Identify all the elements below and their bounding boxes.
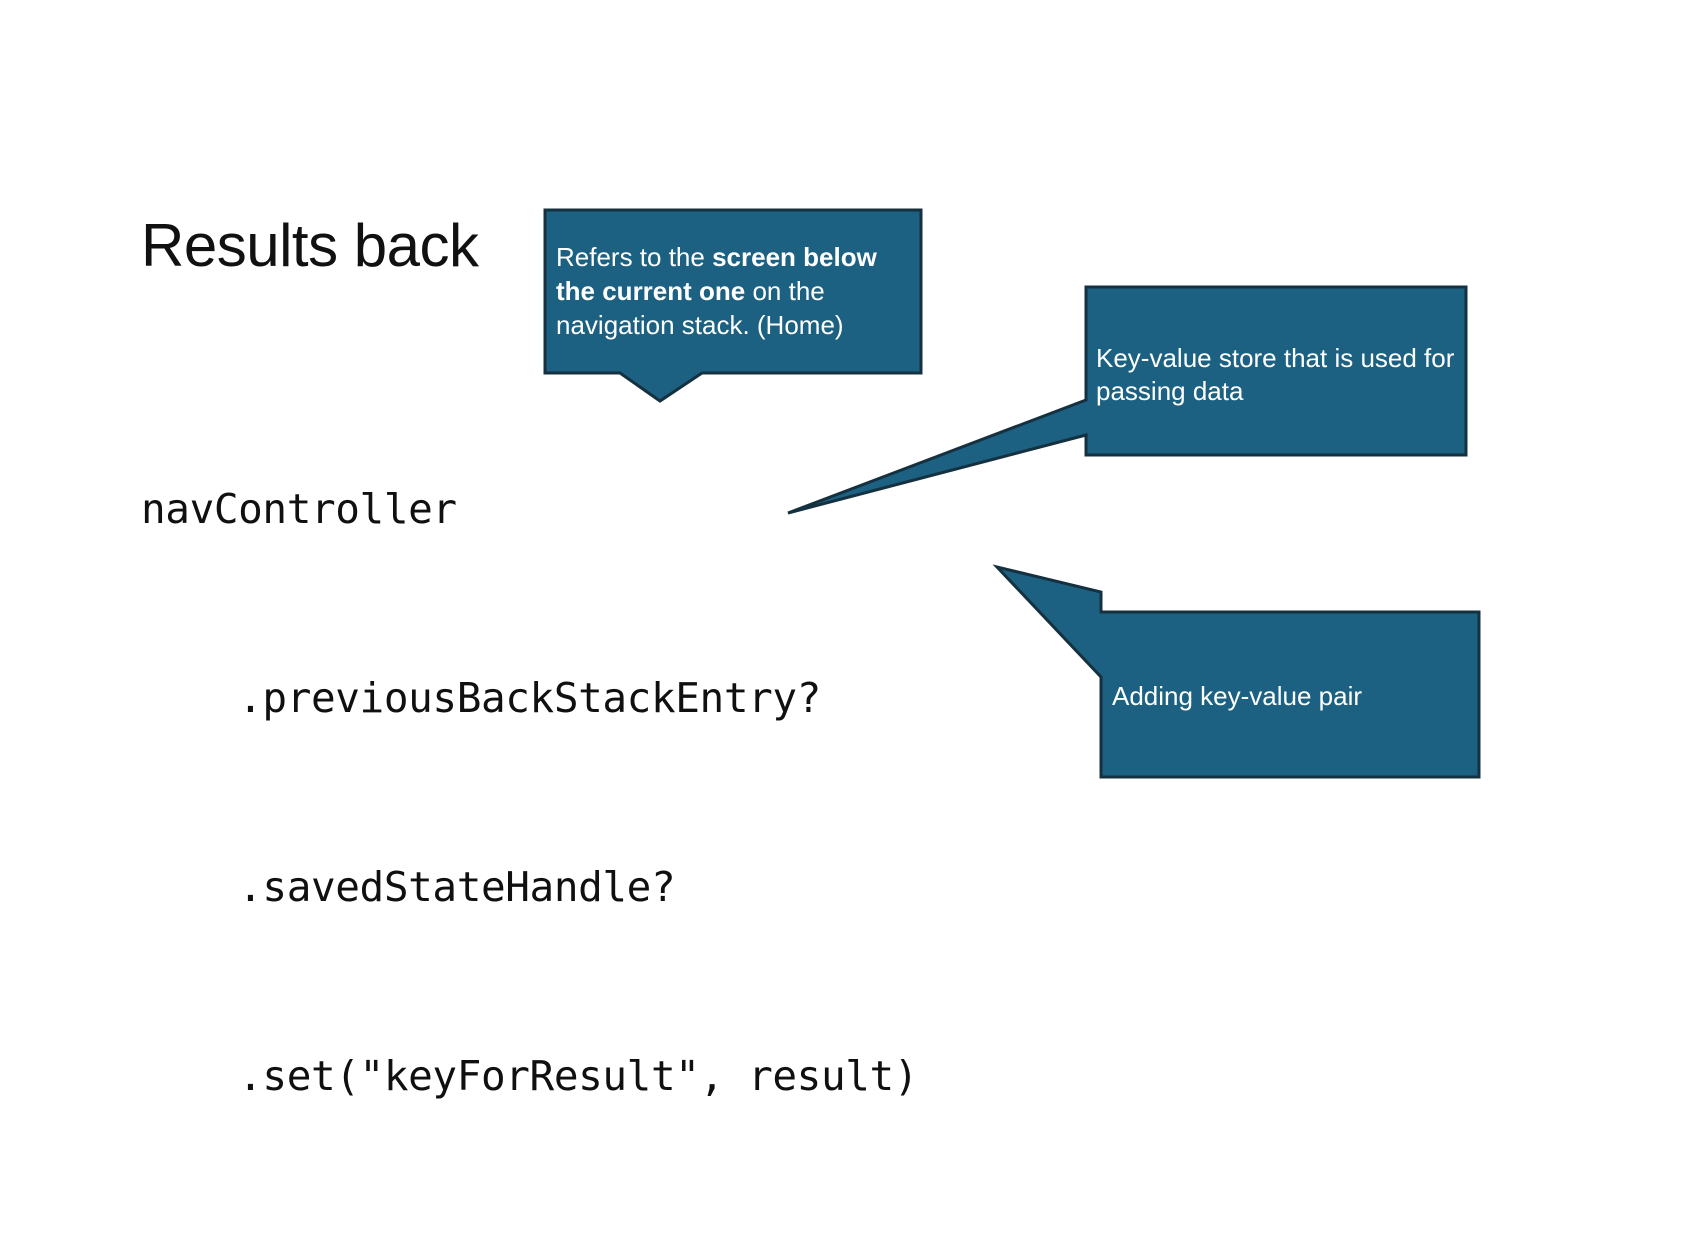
- page-title: Results back: [141, 212, 479, 279]
- callout-bubble-path: [992, 564, 1481, 779]
- code-line-2: .previousBackStackEntry?: [141, 674, 821, 722]
- adding-key-value-pair-callout-text: Adding key-value pair: [1112, 681, 1363, 711]
- callout-1-lead: Refers to the: [556, 242, 713, 272]
- code-line-4: .set("keyForResult", result): [141, 1052, 919, 1100]
- slide-canvas: Results back navController .previousBack…: [141, 208, 1481, 1100]
- callout-1-bold: screen below the current one: [556, 242, 877, 306]
- navigation-stack-callout-text: Refers to the screen below the current o…: [556, 240, 908, 342]
- code-line-3: .savedStateHandle?: [141, 863, 676, 911]
- key-value-store-callout-text: Key-value store that is used for passing…: [1096, 343, 1455, 406]
- code-line-1: navController: [141, 485, 457, 533]
- code-block: navController .previousBackStackEntry? .…: [141, 352, 918, 1234]
- adding-key-value-pair-callout-shape: [992, 564, 1481, 779]
